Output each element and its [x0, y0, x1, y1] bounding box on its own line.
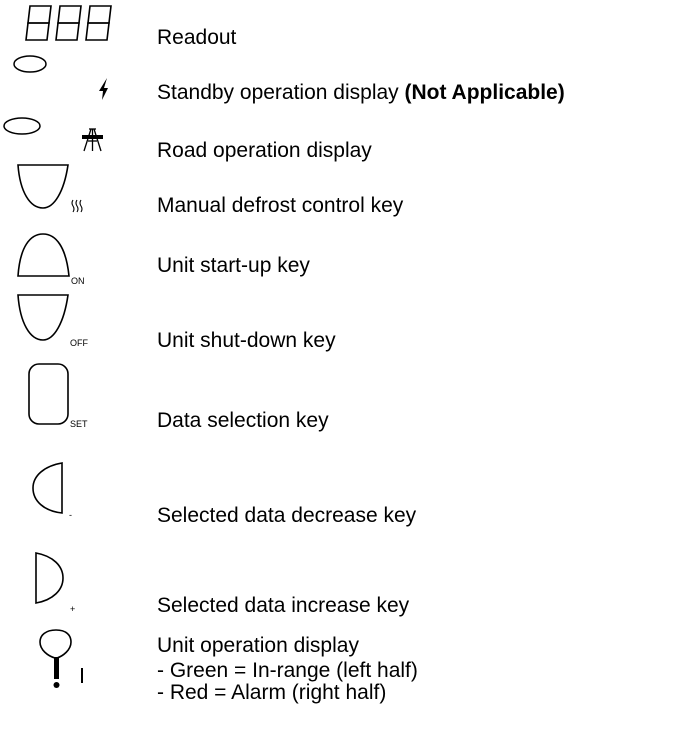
legend-label-standby: Standby operation display (Not Applicabl… — [157, 81, 565, 104]
legend-item-readout: Readout — [0, 0, 684, 70]
on-key-icon: ON — [0, 228, 85, 286]
legend-item-decrease: - Selected data decrease key — [0, 455, 684, 535]
legend-label-decrease: Selected data decrease key — [157, 504, 417, 527]
minus-key-icon: - — [0, 455, 72, 520]
legend-item-unit-operation: Unit operation display - Green = In-rang… — [0, 630, 684, 745]
legend-item-standby: Standby operation display (Not Applicabl… — [0, 75, 684, 115]
plus-key-tag: + — [70, 604, 75, 614]
legend-item-road: Road operation display — [0, 115, 684, 165]
legend-item-increase: + Selected data increase key — [0, 545, 684, 620]
legend-label-off: Unit shut-down key — [157, 329, 336, 352]
legend-item-set: SET Data selection key — [0, 360, 684, 440]
legend-label-unit-operation: Unit operation display — [157, 634, 359, 657]
off-key-icon: OFF — [0, 290, 88, 348]
road-icon — [0, 115, 103, 165]
legend-label-increase: Selected data increase key — [157, 594, 410, 617]
legend-label-defrost: Manual defrost control key — [157, 194, 404, 217]
off-key-tag: OFF — [70, 338, 88, 348]
on-key-tag: ON — [71, 276, 85, 286]
lightning-bolt-icon — [99, 78, 108, 100]
legend-label-on: Unit start-up key — [157, 254, 310, 277]
legend-label-road: Road operation display — [157, 139, 372, 162]
legend-item-defrost: Manual defrost control key — [0, 160, 684, 230]
not-applicable-note: (Not Applicable) — [404, 81, 565, 104]
legend-item-off: OFF Unit shut-down key — [0, 290, 684, 355]
legend-detail-green: - Green = In-range (left half) — [157, 659, 418, 682]
seven-segment-readout-icon — [0, 0, 150, 75]
unit-operation-indicator-icon — [0, 630, 83, 688]
legend-item-on: ON Unit start-up key — [0, 228, 684, 288]
set-key-icon: SET — [0, 360, 88, 429]
plus-key-icon: + — [0, 545, 75, 614]
legend-detail-red: - Red = Alarm (right half) — [157, 681, 387, 704]
legend-label-readout: Readout — [157, 26, 237, 49]
defrost-key-icon — [0, 160, 150, 230]
legend-label-set: Data selection key — [157, 409, 329, 432]
set-key-tag: SET — [70, 419, 88, 429]
minus-key-tag: - — [69, 510, 72, 520]
